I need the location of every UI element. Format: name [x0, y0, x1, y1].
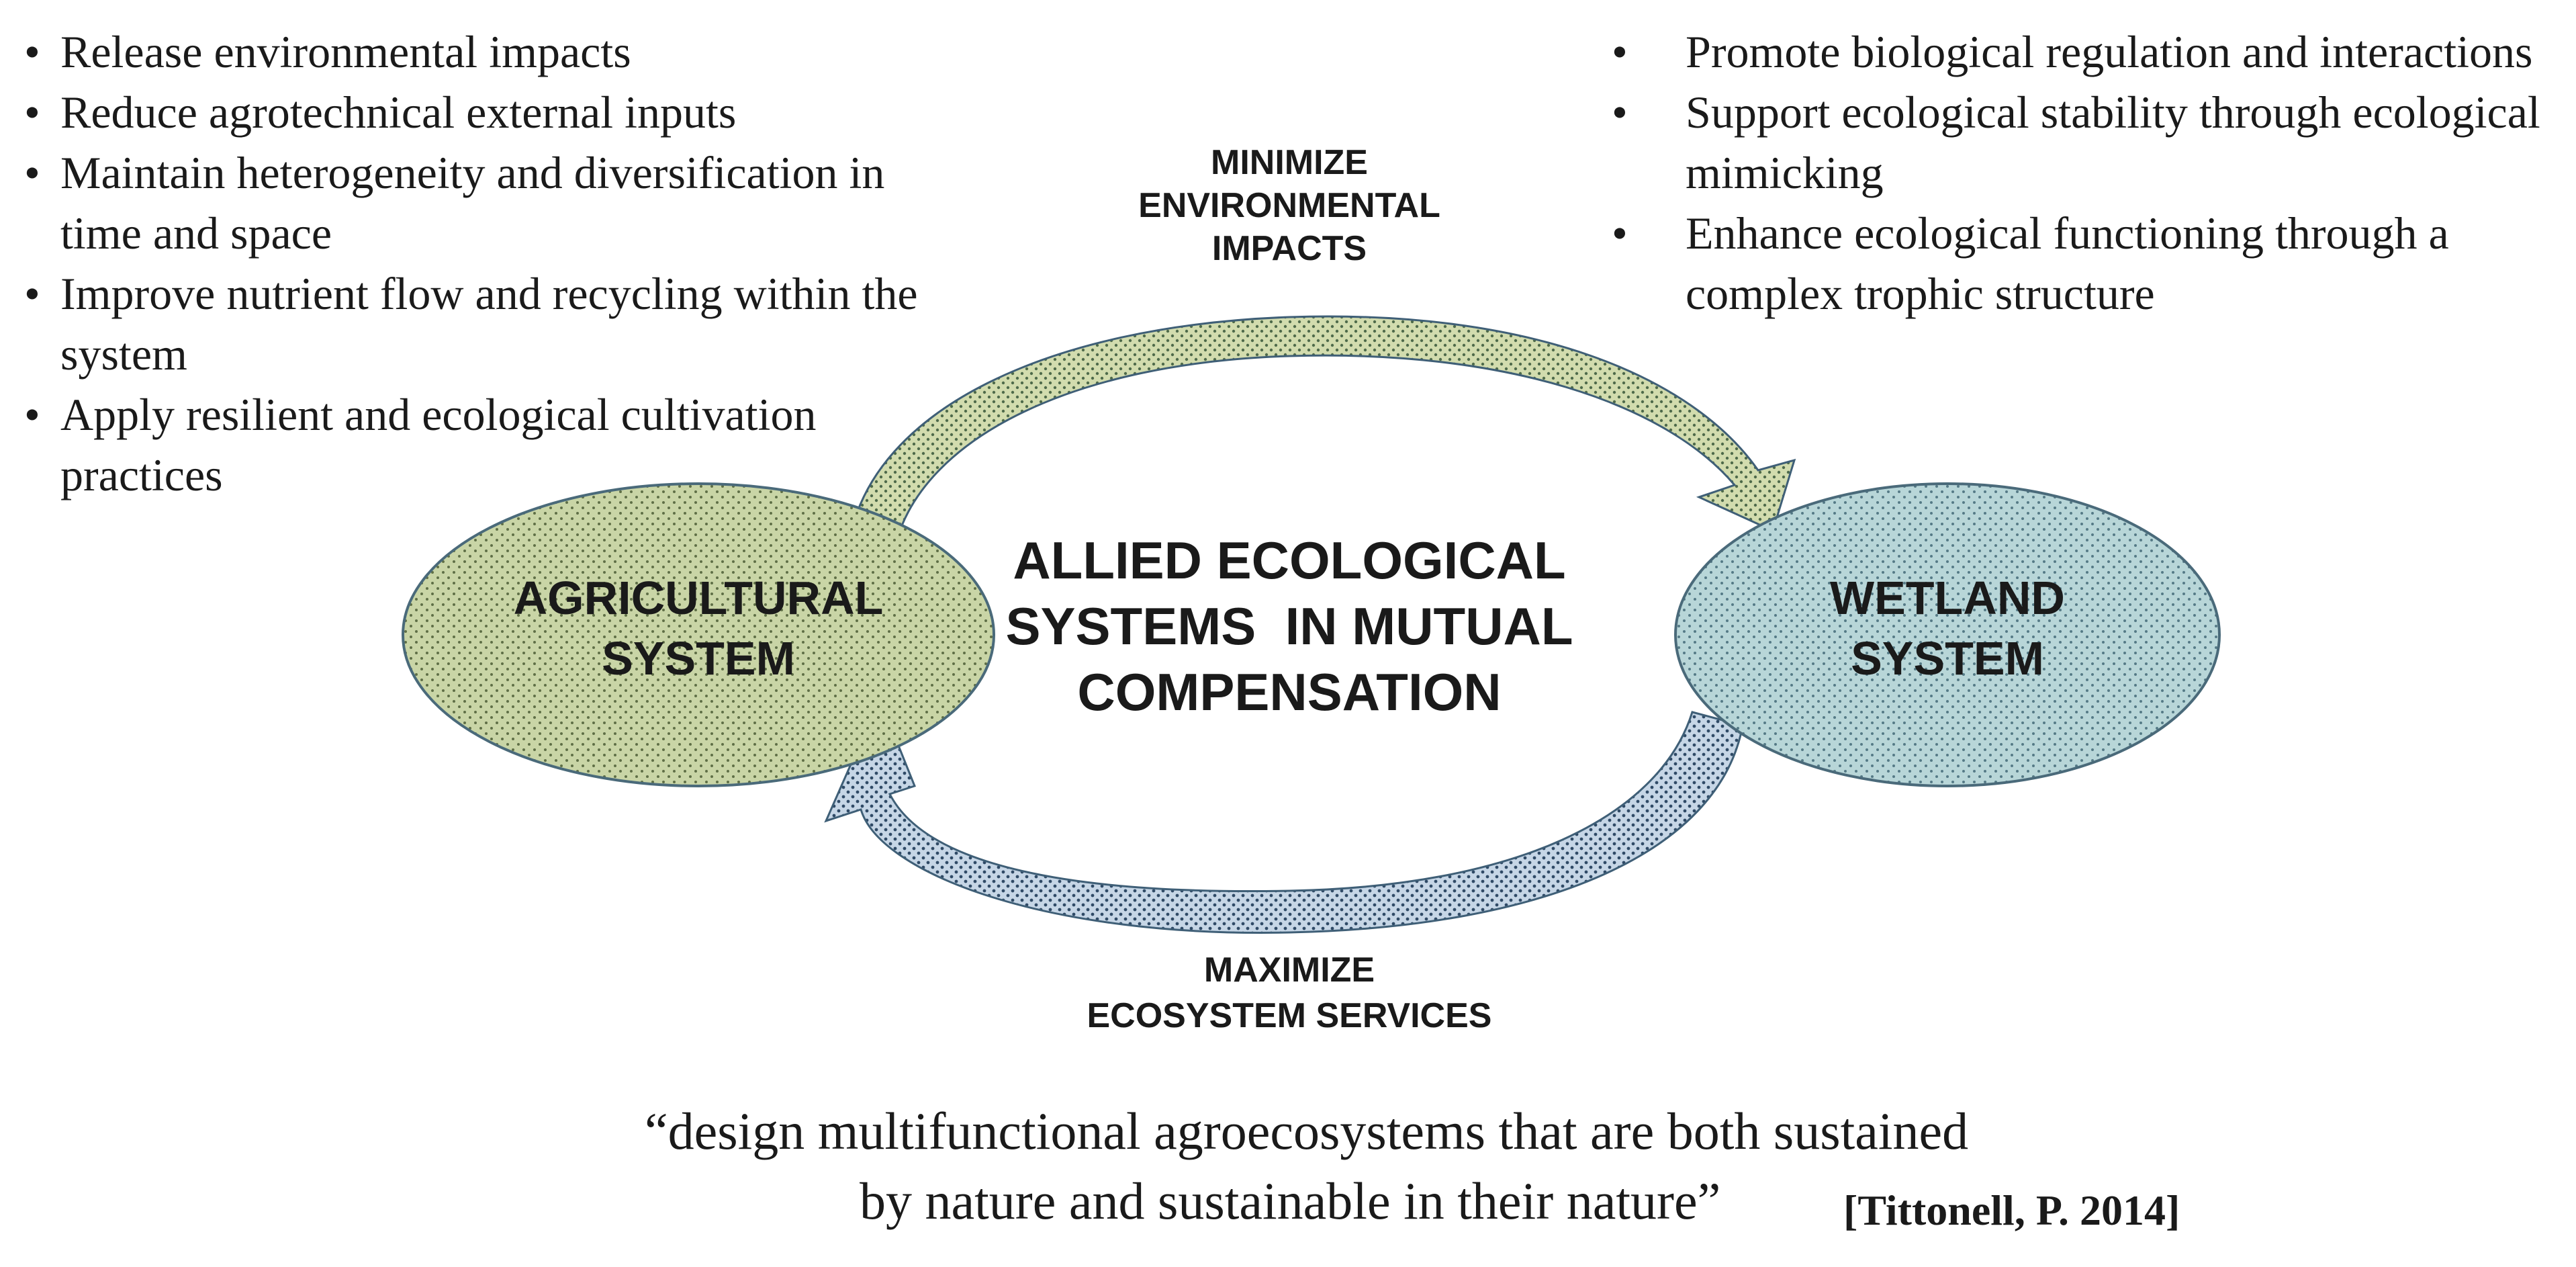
label-line: ENVIRONMENTAL	[1138, 186, 1440, 225]
label-line: MINIMIZE	[1211, 143, 1368, 182]
label-line: SYSTEM	[602, 632, 795, 685]
label-line: COMPENSATION	[1077, 662, 1502, 722]
list-item: Reduce agrotechnical external inputs	[13, 82, 960, 142]
label-line: IMPACTS	[1211, 229, 1367, 268]
list-item: Release environmental impacts	[13, 21, 960, 82]
wetland-system-label: WETLAND SYSTEM	[1686, 568, 2209, 689]
quote: “design multifunctional agroecosystems t…	[645, 1096, 2189, 1236]
label-line: SYSTEM	[1851, 632, 2044, 685]
minimize-impacts-label: MINIMIZE ENVIRONMENTAL IMPACTS	[1048, 141, 1531, 270]
label-line: AGRICULTURAL	[513, 572, 884, 624]
label-line: MAXIMIZE	[1203, 951, 1375, 990]
citation: [Tittonell, P. 2014]	[1843, 1186, 2180, 1234]
agricultural-measures-list: Release environmental impacts Reduce agr…	[13, 21, 960, 505]
quote-line: “design multifunctional agroecosystems t…	[645, 1102, 1969, 1160]
wetland-measures-list: Promote biological regulation and intera…	[1612, 21, 2565, 324]
label-line: ALLIED ECOLOGICAL	[1013, 531, 1566, 590]
quote-line: by nature and sustainable in their natur…	[860, 1172, 1721, 1230]
list-item: Support ecological stability through eco…	[1612, 82, 2565, 203]
maximize-services-label: MAXIMIZE ECOSYSTEM SERVICES	[980, 947, 1598, 1039]
list-item: Promote biological regulation and intera…	[1612, 21, 2565, 82]
label-line: ECOSYSTEM SERVICES	[1087, 996, 1492, 1035]
list-item: Improve nutrient flow and recycling with…	[13, 263, 960, 384]
agricultural-system-label: AGRICULTURAL SYSTEM	[403, 568, 994, 689]
list-item: Maintain heterogeneity and diversificati…	[13, 142, 960, 263]
list-item: Enhance ecological functioning through a…	[1612, 203, 2565, 324]
label-line: WETLAND	[1830, 572, 2065, 624]
label-line: SYSTEMS IN MUTUAL	[1005, 597, 1573, 656]
list-item: Apply resilient and ecological cultivati…	[13, 384, 960, 505]
top-arrow-shape	[848, 315, 1796, 542]
allied-systems-label: ALLIED ECOLOGICAL SYSTEMS IN MUTUAL COMP…	[967, 527, 1612, 725]
wetland-system-ellipse	[1674, 482, 2221, 787]
bottom-arrow-shape	[824, 696, 1744, 934]
